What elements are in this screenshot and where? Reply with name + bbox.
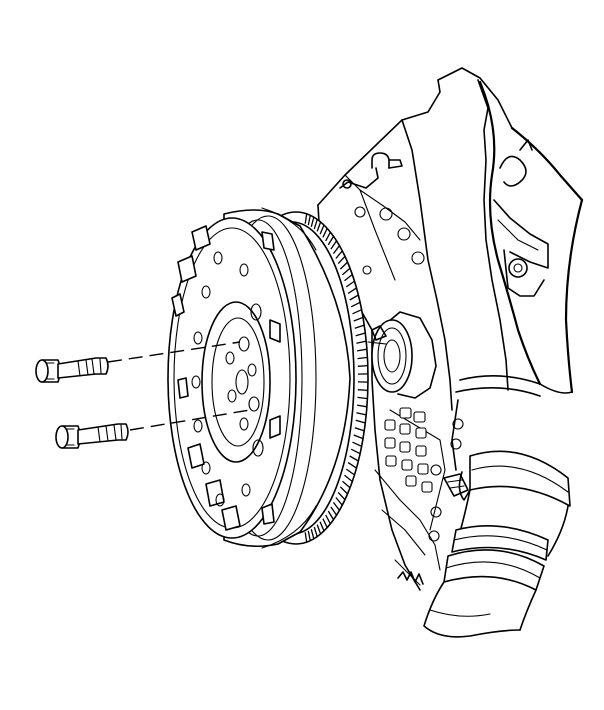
gear-tooth — [344, 273, 353, 282]
gear-tooth — [352, 309, 362, 315]
gear-tooth — [349, 455, 359, 462]
crankshaft-hub — [367, 311, 437, 399]
bolt-lower — [55, 409, 251, 449]
hub-holes — [225, 336, 260, 431]
gear-tooth — [342, 480, 351, 489]
gear-tooth — [344, 474, 353, 483]
exhaust-pipe — [423, 67, 584, 638]
gear-tooth — [357, 389, 368, 392]
pipe-stud — [443, 473, 469, 497]
gear-tooth — [356, 404, 368, 408]
gear-tooth — [332, 245, 341, 254]
outer-holes — [191, 251, 264, 507]
ring-gear-teeth — [304, 213, 369, 543]
gear-tooth — [356, 412, 367, 416]
gear-tooth — [310, 216, 315, 227]
gear-tooth — [307, 530, 311, 541]
gear-tooth — [349, 294, 359, 301]
gear-tooth — [322, 228, 328, 238]
gear-tooth — [339, 261, 348, 270]
gear-tooth — [354, 324, 365, 329]
gear-tooth — [357, 356, 368, 360]
engine-block — [317, 79, 469, 591]
gear-tooth — [307, 215, 311, 226]
gear-tooth — [350, 301, 361, 308]
gear-tooth — [352, 441, 362, 447]
gear-tooth — [330, 240, 338, 250]
gear-tooth — [319, 521, 325, 532]
gear-tooth — [316, 524, 322, 535]
gear-tooth — [310, 529, 315, 540]
gear-tooth — [355, 419, 366, 424]
gear-tooth — [319, 224, 325, 235]
block-bolt-grid — [384, 407, 464, 542]
gear-tooth — [356, 340, 367, 344]
gear-tooth — [355, 332, 366, 337]
gear-tooth — [332, 502, 341, 511]
gear-tooth — [325, 231, 331, 242]
gear-tooth — [345, 468, 355, 476]
gear-tooth — [339, 486, 348, 495]
block-bolts-upper — [354, 206, 425, 275]
gear-tooth — [313, 526, 318, 537]
gear-tooth — [347, 462, 357, 469]
gear-tooth — [316, 221, 322, 232]
gear-tooth — [313, 219, 318, 230]
gear-tooth — [342, 267, 351, 276]
gear-tooth — [322, 518, 328, 528]
rim-tabs — [171, 225, 281, 531]
gear-tooth — [347, 287, 357, 294]
gear-tooth — [337, 491, 346, 501]
bolt-upper — [35, 341, 241, 383]
gear-tooth — [335, 497, 343, 506]
pipe-clamp — [458, 450, 571, 507]
gear-tooth — [345, 280, 355, 288]
gear-tooth — [325, 514, 331, 525]
gear-tooth — [337, 255, 346, 265]
gear-tooth — [327, 236, 335, 246]
gear-tooth — [357, 364, 368, 367]
gear-tooth — [350, 448, 361, 455]
gear-tooth — [330, 506, 338, 516]
gear-tooth — [353, 434, 364, 440]
gear-tooth — [304, 532, 308, 543]
gear-tooth — [354, 427, 365, 432]
gear-tooth — [304, 213, 308, 224]
gear-tooth — [335, 250, 343, 259]
gear-tooth — [357, 396, 368, 400]
gear-tooth — [353, 316, 364, 322]
top-fitting — [339, 152, 403, 189]
gear-tooth — [327, 510, 335, 520]
gear-tooth — [356, 348, 368, 352]
flywheel — [167, 207, 369, 549]
